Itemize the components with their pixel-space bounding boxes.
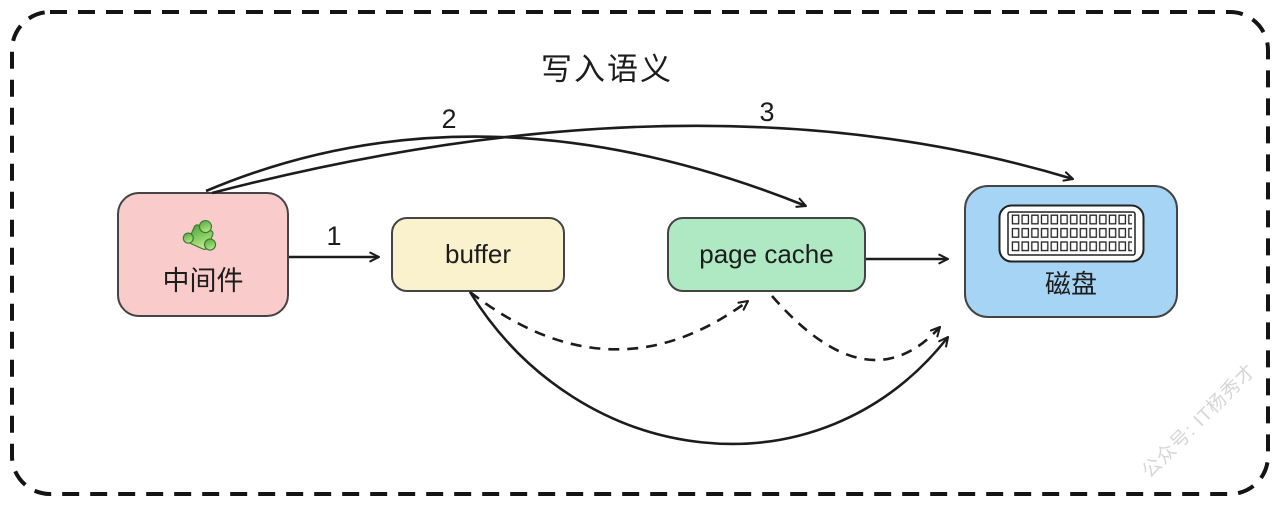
arrow-label-1: 1 (326, 221, 342, 251)
node-buffer-label: buffer (444, 239, 511, 270)
node-disk-label: 磁盘 (1044, 269, 1097, 300)
node-page-cache-label: page cache (699, 239, 834, 270)
arrow-label-2: 2 (441, 104, 457, 134)
node-middleware: 中间件 (117, 192, 289, 317)
node-page-cache: page cache (667, 217, 866, 292)
puzzle-icon (179, 213, 227, 261)
arrow-step2 (205, 135, 808, 208)
arrow-buffer-to-pagecache-dashed (469, 290, 750, 351)
node-middleware-label: 中间件 (162, 265, 244, 296)
arrow-pagecache-to-disk-dashed (771, 295, 942, 362)
node-disk: 磁盘 (964, 185, 1178, 318)
arrow-step3 (211, 124, 1075, 195)
node-buffer: buffer (391, 217, 565, 292)
arrow-label-3: 3 (759, 97, 775, 127)
arrow-buffer-to-disk (468, 291, 950, 446)
watermark-text: 公众号: IT杨秀才 (1138, 360, 1261, 483)
diagram-title: 写入语义 (541, 52, 673, 87)
disk-chip-icon (998, 204, 1145, 263)
